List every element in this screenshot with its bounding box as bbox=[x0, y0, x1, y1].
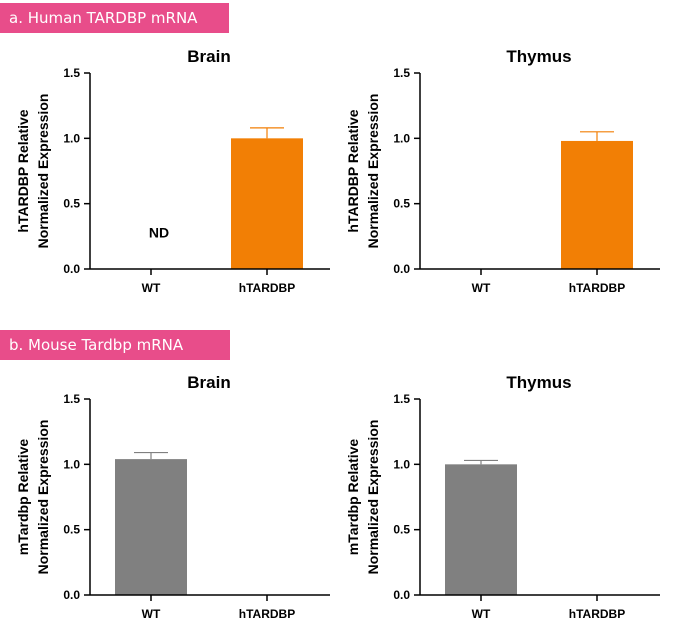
y-tick-label: 0.0 bbox=[393, 262, 410, 276]
y-tick-label: 0.0 bbox=[63, 262, 80, 276]
y-axis-label-line-1: mTardbp Relative bbox=[345, 439, 361, 556]
y-tick-label: 1.0 bbox=[63, 131, 80, 145]
y-tick-label: 1.0 bbox=[393, 457, 410, 471]
y-tick-label: 0.5 bbox=[393, 523, 410, 537]
section-label-human-tardbp: a. Human TARDBP mRNA bbox=[0, 3, 229, 33]
y-tick-label: 0.0 bbox=[393, 588, 410, 602]
y-axis-label-line-2: Normalized Expression bbox=[35, 420, 51, 575]
y-axis-label-line-1: mTardbp Relative bbox=[15, 439, 31, 556]
x-category-label: hTARDBP bbox=[569, 607, 625, 621]
y-tick-label: 1.5 bbox=[393, 392, 410, 406]
y-axis-label-line-2: Normalized Expression bbox=[35, 94, 51, 249]
error-bar-wt bbox=[134, 451, 168, 460]
y-axis-label-line-1: hTARDBP Relative bbox=[345, 109, 361, 232]
annotation-nd: ND bbox=[149, 224, 169, 240]
chart-title: Thymus bbox=[506, 373, 571, 392]
y-axis-label-line-1: hTARDBP Relative bbox=[15, 109, 31, 232]
y-axis-label-line-2: Normalized Expression bbox=[365, 94, 381, 249]
y-tick-label: 1.5 bbox=[393, 66, 410, 80]
section-label-mouse-tardbp: b. Mouse Tardbp mRNA bbox=[0, 330, 230, 360]
y-tick-label: 1.0 bbox=[393, 131, 410, 145]
error-bar-wt bbox=[464, 459, 498, 465]
x-category-label: WT bbox=[142, 281, 161, 295]
y-tick-label: 1.5 bbox=[63, 66, 80, 80]
y-tick-label: 1.5 bbox=[63, 392, 80, 406]
chart-title: Thymus bbox=[506, 47, 571, 66]
x-category-label: hTARDBP bbox=[239, 607, 295, 621]
x-category-label: WT bbox=[472, 281, 491, 295]
bar-wt bbox=[445, 464, 517, 595]
x-category-label: WT bbox=[472, 607, 491, 621]
bar-htardbp bbox=[231, 138, 303, 269]
y-tick-label: 0.5 bbox=[63, 523, 80, 537]
chart-title: Brain bbox=[187, 47, 230, 66]
y-axis-label-line-2: Normalized Expression bbox=[365, 420, 381, 575]
error-bar-htardbp bbox=[250, 127, 284, 139]
x-category-label: hTARDBP bbox=[239, 281, 295, 295]
y-tick-label: 1.0 bbox=[63, 457, 80, 471]
y-tick-label: 0.5 bbox=[393, 197, 410, 211]
bar-wt bbox=[115, 459, 187, 595]
x-category-label: WT bbox=[142, 607, 161, 621]
bar-htardbp bbox=[561, 140, 633, 269]
x-category-label: hTARDBP bbox=[569, 281, 625, 295]
y-tick-label: 0.5 bbox=[63, 197, 80, 211]
chart-title: Brain bbox=[187, 373, 230, 392]
error-bar-htardbp bbox=[580, 131, 614, 141]
y-tick-label: 0.0 bbox=[63, 588, 80, 602]
